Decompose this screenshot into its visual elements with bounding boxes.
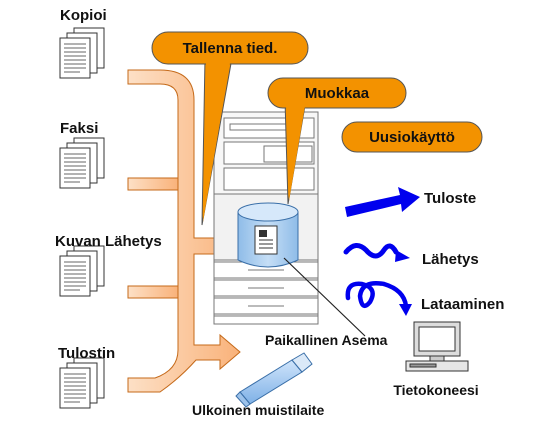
- local-drive-pointer: [283, 257, 366, 337]
- save-callout: Tallenna tied.: [151, 31, 309, 226]
- fax-document-stack-icon: [59, 137, 105, 189]
- usb-memory-icon: [235, 352, 313, 408]
- source-label-fax: Faksi: [60, 120, 98, 137]
- printer-document-stack-icon: [59, 357, 105, 409]
- source-label-printer: Tulostin: [58, 345, 115, 362]
- computer-icon: [405, 321, 469, 372]
- edit-callout: Muokkaa: [267, 77, 407, 205]
- reuse-callout: Uusiokäyttö: [341, 121, 483, 153]
- source-label-copy: Kopioi: [60, 7, 107, 24]
- local-drive-label: Paikallinen Asema: [265, 332, 388, 348]
- copy-document-stack-icon: [59, 27, 105, 79]
- print-arrow-icon: [345, 187, 420, 217]
- save-callout-label: Tallenna tied.: [183, 40, 278, 57]
- source-label-image-send: Kuvan Lähetys: [55, 233, 162, 250]
- download-arrow-icon: [345, 281, 412, 316]
- local-drive-icon: [237, 202, 299, 268]
- output-label-print: Tuloste: [424, 190, 476, 207]
- image-send-document-stack-icon: [59, 245, 105, 297]
- computer-label: Tietokoneesi: [393, 382, 478, 398]
- edit-callout-label: Muokkaa: [305, 85, 370, 102]
- input-flow-band: [127, 69, 241, 393]
- output-label-send: Lähetys: [422, 251, 479, 268]
- send-arrow-icon: [343, 243, 410, 262]
- output-label-download: Lataaminen: [421, 296, 504, 313]
- external-memory-label: Ulkoinen muistilaite: [192, 402, 324, 418]
- reuse-callout-label: Uusiokäyttö: [369, 129, 455, 146]
